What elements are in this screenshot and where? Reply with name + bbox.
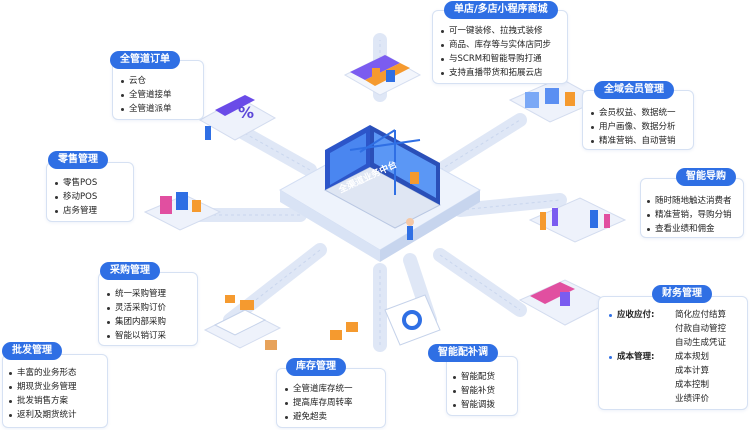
module-store-title: 单店/多店小程序商城 — [444, 1, 558, 19]
list-item: 可一键装修、拉拽式装修 — [440, 24, 551, 38]
module-order-title: 全管道订单 — [110, 51, 180, 69]
list-item: 全管道库存统一 — [284, 382, 353, 396]
list-item: 商品、库存等与实体店同步 — [440, 38, 551, 52]
finance-group-payables: 应收应付: 简化应付结算 付款自动管控 自动生成凭证 — [608, 308, 743, 350]
module-guide-title: 智能导购 — [676, 168, 736, 186]
module-purchase-list: 统一采购管理 灵活采购订价 集团内部采购 智能以销订采 — [106, 287, 166, 343]
list-item: 会员权益、数据统一 — [590, 106, 676, 120]
module-order — [112, 60, 204, 120]
finance-groups: 应收应付: 简化应付结算 付款自动管控 自动生成凭证 成本管理: 成本规划 成本… — [608, 308, 743, 406]
finance-group-label: 成本管理: — [608, 352, 655, 362]
module-replenish — [446, 356, 518, 416]
list-item: 精准营销，导购分销 — [646, 208, 732, 222]
list-item: 成本控制 — [675, 380, 710, 390]
list-item: 简化应付结算 — [675, 310, 727, 320]
module-member — [582, 90, 694, 150]
module-inventory-list: 全管道库存统一 提高库存周转率 避免超卖 — [284, 382, 353, 424]
list-item: 集团内部采购 — [106, 315, 166, 329]
list-item: 返利及期货统计 — [8, 408, 77, 422]
module-order-list: 云仓 全管道接单 全管道派单 — [120, 74, 172, 116]
module-wholesale — [2, 354, 108, 428]
finance-row: 成本管理: 成本规划 — [608, 350, 743, 364]
module-member-list: 会员权益、数据统一 用户画像、数据分析 精准营销、自动营销 — [590, 106, 676, 148]
list-item: 店务管理 — [54, 204, 97, 218]
module-guide-list: 随时随地触达消费者 精准营销，导购分销 查看业绩和佣金 — [646, 194, 732, 236]
list-item: 成本规划 — [675, 352, 710, 362]
module-replenish-list: 智能配货 智能补货 智能调拨 — [452, 370, 495, 412]
finance-row: 应收应付: 简化应付结算 — [608, 308, 743, 322]
list-item: 与SCRM和智能导购打通 — [440, 52, 551, 66]
list-item: 付款自动管控 — [675, 324, 727, 334]
module-finance — [598, 296, 748, 410]
finance-group-cost: 成本管理: 成本规划 成本计算 成本控制 业绩评价 — [608, 350, 743, 406]
module-store — [432, 10, 568, 84]
module-wholesale-title: 批发管理 — [2, 342, 62, 360]
list-item: 移动POS — [54, 190, 97, 204]
list-item: 成本计算 — [675, 366, 710, 376]
list-item: 随时随地触达消费者 — [646, 194, 732, 208]
list-item: 查看业绩和佣金 — [646, 222, 732, 236]
module-inventory-title: 库存管理 — [286, 358, 346, 376]
svg-text:%: % — [238, 103, 254, 122]
list-item: 云仓 — [120, 74, 172, 88]
list-item: 业绩评价 — [675, 394, 710, 404]
list-item: 期现货业务管理 — [8, 380, 77, 394]
module-replenish-title: 智能配补调 — [428, 344, 498, 362]
finance-row: 付款自动管控 — [617, 322, 743, 336]
list-item: 自动生成凭证 — [675, 338, 727, 348]
finance-row: 业绩评价 — [617, 392, 743, 406]
list-item: 智能调拨 — [452, 398, 495, 412]
list-item: 避免超卖 — [284, 410, 353, 424]
module-wholesale-list: 丰富的业务形态 期现货业务管理 批发销售方案 返利及期货统计 — [8, 366, 77, 422]
module-retail-title: 零售管理 — [48, 151, 108, 169]
module-retail-list: 零售POS 移动POS 店务管理 — [54, 176, 97, 218]
list-item: 统一采购管理 — [106, 287, 166, 301]
module-purchase — [98, 272, 198, 346]
finance-group-label: 应收应付: — [608, 310, 655, 320]
list-item: 丰富的业务形态 — [8, 366, 77, 380]
list-item: 零售POS — [54, 176, 97, 190]
list-item: 支持直播带货和拓展云店 — [440, 66, 551, 80]
list-item: 灵活采购订价 — [106, 301, 166, 315]
module-purchase-title: 采购管理 — [100, 262, 160, 280]
finance-row: 自动生成凭证 — [617, 336, 743, 350]
list-item: 提高库存周转率 — [284, 396, 353, 410]
list-item: 全管道接单 — [120, 88, 172, 102]
module-retail — [46, 162, 134, 222]
list-item: 全管道派单 — [120, 102, 172, 116]
module-store-list: 可一键装修、拉拽式装修 商品、库存等与实体店同步 与SCRM和智能导购打通 支持… — [440, 24, 551, 80]
list-item: 批发销售方案 — [8, 394, 77, 408]
list-item: 智能以销订采 — [106, 329, 166, 343]
module-finance-title: 财务管理 — [652, 285, 712, 303]
module-member-title: 全域会员管理 — [594, 81, 674, 99]
list-item: 用户画像、数据分析 — [590, 120, 676, 134]
list-item: 精准营销、自动营销 — [590, 134, 676, 148]
finance-row: 成本计算 — [617, 364, 743, 378]
module-guide — [640, 178, 744, 238]
list-item: 智能补货 — [452, 384, 495, 398]
finance-row: 成本控制 — [617, 378, 743, 392]
list-item: 智能配货 — [452, 370, 495, 384]
